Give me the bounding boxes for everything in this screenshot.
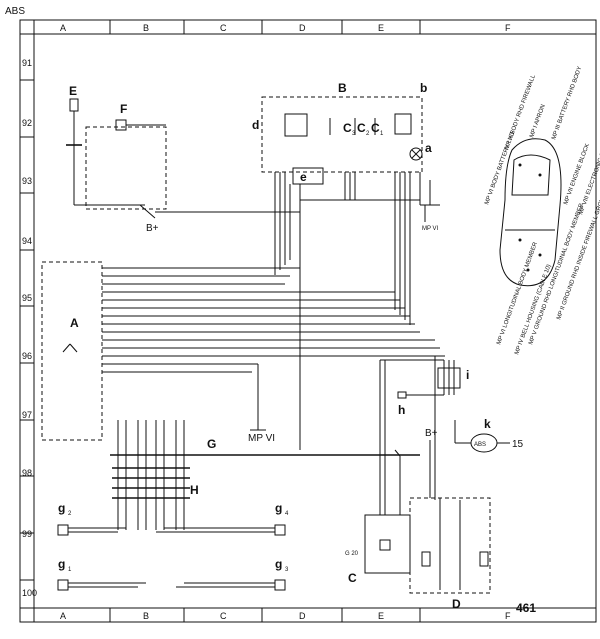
car-outline bbox=[499, 138, 562, 287]
grid-col-a-bottom: A bbox=[60, 611, 66, 621]
diagram-frame bbox=[19, 19, 597, 623]
ground-point-label: MP III BATTERY RHD BODY bbox=[551, 66, 583, 141]
label-c1: C bbox=[371, 121, 380, 135]
label-e: E bbox=[69, 84, 77, 98]
grid-col-e-bottom: E bbox=[378, 611, 384, 621]
label-b-plus-2: B+ bbox=[425, 428, 438, 439]
grid-row-94: 94 bbox=[22, 236, 32, 246]
grid-col-b: B bbox=[143, 23, 149, 33]
label-abs-terminal: 15 bbox=[512, 439, 524, 450]
grid-col-c-bottom: C bbox=[220, 611, 227, 621]
label-g4: g bbox=[275, 501, 282, 515]
grid-col-a: A bbox=[60, 23, 66, 33]
label-e-lower: e bbox=[300, 170, 307, 184]
label-mp-vi-2: MP VI bbox=[248, 433, 275, 444]
connector-i bbox=[379, 356, 461, 515]
label-abs-unit: ABS bbox=[474, 442, 486, 448]
grid-row-97: 97 bbox=[22, 410, 32, 420]
grid-row-91: 91 bbox=[22, 58, 32, 68]
label-h-bundle: H bbox=[190, 483, 199, 497]
component-b bbox=[261, 96, 423, 173]
label-h: h bbox=[398, 403, 405, 417]
grid-row-98: 98 bbox=[22, 468, 32, 478]
grid-row-96: 96 bbox=[22, 351, 32, 361]
grid-row-95: 95 bbox=[22, 293, 32, 303]
fuse-b-plus bbox=[139, 204, 300, 219]
grid-row-99: 99 bbox=[22, 529, 32, 539]
wheel-sensor-g2 bbox=[57, 524, 126, 536]
component-e bbox=[66, 98, 145, 206]
grid-row-92: 92 bbox=[22, 118, 32, 128]
connector-h bbox=[397, 391, 444, 399]
label-b-lower: b bbox=[420, 81, 427, 95]
label-g1-sub: 1 bbox=[68, 567, 72, 573]
label-i: i bbox=[466, 368, 469, 382]
label-g: G bbox=[207, 437, 216, 451]
label-d: d bbox=[252, 118, 259, 132]
label-g4-sub: 4 bbox=[285, 511, 289, 517]
bundle-h bbox=[112, 420, 190, 530]
label-f: F bbox=[120, 102, 127, 116]
connector-e bbox=[292, 167, 324, 185]
label-b-plus-1: B+ bbox=[146, 223, 159, 234]
label-g20: G 20 bbox=[345, 551, 359, 557]
wheel-sensor-g1 bbox=[57, 579, 146, 591]
label-g2: g bbox=[58, 501, 65, 515]
control-unit-wires bbox=[102, 267, 445, 431]
component-a bbox=[41, 261, 103, 441]
label-c2-sub: 2 bbox=[366, 131, 370, 137]
label-c-relay: C bbox=[348, 571, 357, 585]
label-g3: g bbox=[275, 557, 282, 571]
label-k: k bbox=[484, 417, 491, 431]
upper-wire-bundle bbox=[274, 172, 440, 450]
component-f bbox=[85, 119, 167, 210]
grid-col-e: E bbox=[378, 23, 384, 33]
grid-row-93: 93 bbox=[22, 176, 32, 186]
component-d-connector bbox=[409, 440, 491, 594]
label-a-component: A bbox=[70, 316, 79, 330]
label-a: a bbox=[425, 141, 432, 155]
label-c3: C bbox=[343, 121, 352, 135]
grid-col-b-bottom: B bbox=[143, 611, 149, 621]
grid-col-d-bottom: D bbox=[299, 611, 306, 621]
grid-col-f-bottom: F bbox=[505, 611, 511, 621]
label-mp-vi-1: MP VI bbox=[422, 226, 439, 232]
wheel-sensor-g3 bbox=[176, 579, 286, 591]
label-g2-sub: 2 bbox=[68, 511, 72, 517]
label-c3-sub: 3 bbox=[352, 131, 356, 137]
label-g1: g bbox=[58, 557, 65, 571]
grid-col-c: C bbox=[220, 23, 227, 33]
abs-unit-k bbox=[454, 420, 510, 453]
wheel-sensor-g4 bbox=[156, 524, 286, 536]
ground-point-label: MP I APRON bbox=[529, 104, 547, 139]
label-c1-sub: 1 bbox=[380, 131, 384, 137]
grid-row-100: 100 bbox=[22, 588, 37, 598]
label-g3-sub: 3 bbox=[285, 567, 289, 573]
component-c-relay bbox=[364, 449, 411, 574]
grid-col-f: F bbox=[505, 23, 511, 33]
label-d-connector: D bbox=[452, 597, 461, 611]
label-c2: C bbox=[357, 121, 366, 135]
label-b-component: B bbox=[338, 81, 347, 95]
header-label: ABS bbox=[5, 6, 25, 17]
grid-col-d: D bbox=[299, 23, 306, 33]
figure-number: 461 bbox=[516, 601, 536, 615]
